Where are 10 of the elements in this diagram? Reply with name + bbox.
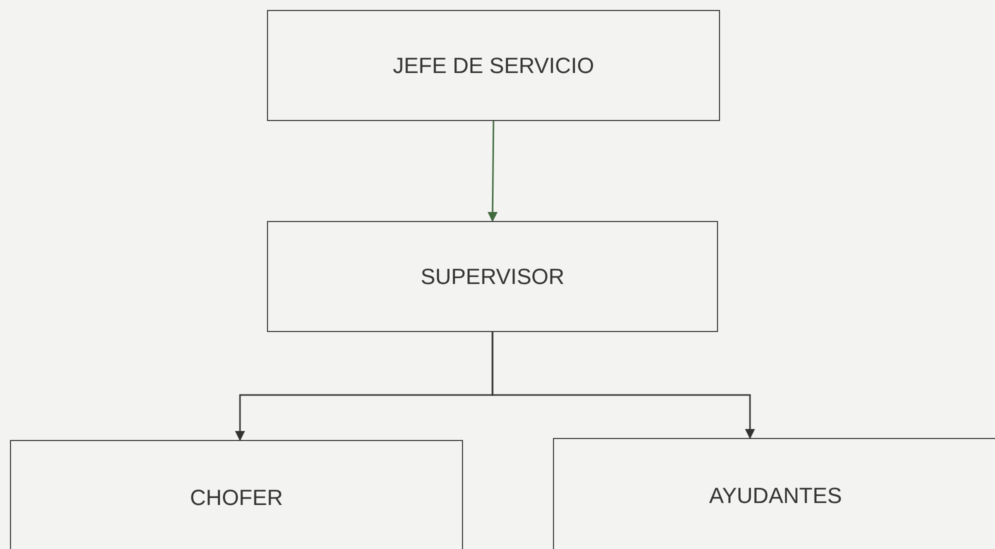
org-box xyxy=(267,10,720,121)
box-label: AYUDANTES xyxy=(709,483,842,509)
connector-arrow xyxy=(488,121,498,222)
box-label: SUPERVISOR xyxy=(420,264,564,290)
org-box xyxy=(553,438,995,549)
org-box xyxy=(10,440,463,549)
connector-arrow xyxy=(492,332,755,439)
box-label: JEFE DE SERVICIO xyxy=(392,52,594,78)
org-box xyxy=(267,221,718,332)
box-label: CHOFER xyxy=(190,485,283,511)
